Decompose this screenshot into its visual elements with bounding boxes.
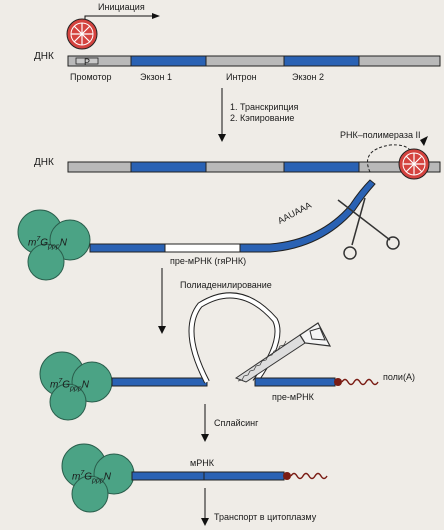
pre-mrna-intron <box>164 243 241 253</box>
polymerase-middle-icon <box>398 148 430 180</box>
pre-mrna-exon2-curve <box>239 179 376 253</box>
polymerase-arrowhead-icon <box>420 136 428 146</box>
initiation-label: Инициация <box>98 2 145 12</box>
dna-top <box>67 55 441 67</box>
intermediate-exon1 <box>111 377 208 387</box>
cap-protein-3 <box>61 443 135 513</box>
pre-mrna-hn-label: пре-мРНК (гяРНК) <box>170 256 247 266</box>
pre-mrna-exon1 <box>89 243 166 253</box>
transcription-step-label: 1. Транскрипция <box>230 102 299 112</box>
polya-tail-start-2 <box>283 472 291 480</box>
step-arrowhead-polyadenylation-icon <box>158 326 166 334</box>
cap-protein-1 <box>17 209 91 281</box>
dna-strand-middle <box>67 161 441 173</box>
exon2-segment-mid <box>283 161 360 173</box>
polymerase-label: РНК–полимераза II <box>340 130 421 140</box>
polya-tail-2 <box>290 472 328 480</box>
polymerase-top-icon <box>66 18 98 50</box>
mrna-exon1 <box>131 471 205 481</box>
exon1-label: Экзон 1 <box>140 72 173 82</box>
promoter-label: Промотор <box>70 72 112 82</box>
pre-mrna-label: пре-мРНК <box>272 392 314 402</box>
capping-step-label: 2. Кэпирование <box>230 113 295 123</box>
step-arrowhead-transcription-icon <box>218 134 226 142</box>
cap-label-2: m7GpppN <box>50 378 89 393</box>
cap-label-3: m7GpppN <box>72 470 111 485</box>
dna-strand-top <box>67 55 441 67</box>
mrna-label: мРНК <box>190 458 214 468</box>
exon2-label: Экзон 2 <box>292 72 325 82</box>
dna-label-middle: ДНК <box>34 157 54 168</box>
scissors-icon-1 <box>337 197 400 260</box>
exon2-segment <box>283 55 360 67</box>
splicing-label: Сплайсинг <box>214 418 259 428</box>
saw-icon <box>234 322 332 383</box>
step-arrowhead-splicing-icon <box>201 434 209 442</box>
polya-tail-start <box>334 378 342 386</box>
exon1-segment <box>130 55 207 67</box>
polya-tail-1 <box>341 378 379 386</box>
intron-label: Интрон <box>226 72 257 82</box>
mrna-exon2 <box>203 471 285 481</box>
nascent-rna-dashed <box>367 144 411 173</box>
exon1-segment-mid <box>130 161 207 173</box>
cap-label-1: m7GpppN <box>28 236 67 251</box>
polya-label: поли(A) <box>383 372 415 382</box>
intermediate-exon2 <box>254 377 336 387</box>
initiation-arrowhead-icon <box>152 13 160 19</box>
dna-middle <box>67 161 441 173</box>
promoter-box <box>75 57 99 65</box>
p-label: P <box>84 57 91 67</box>
polyadenylation-label: Полиаденилирование <box>180 280 272 290</box>
step-arrowhead-transport-icon <box>201 518 209 526</box>
transport-label: Транспорт в цитоплазму <box>214 512 317 522</box>
intron-loop <box>189 293 280 384</box>
dna-label-top: ДНК <box>34 51 54 62</box>
